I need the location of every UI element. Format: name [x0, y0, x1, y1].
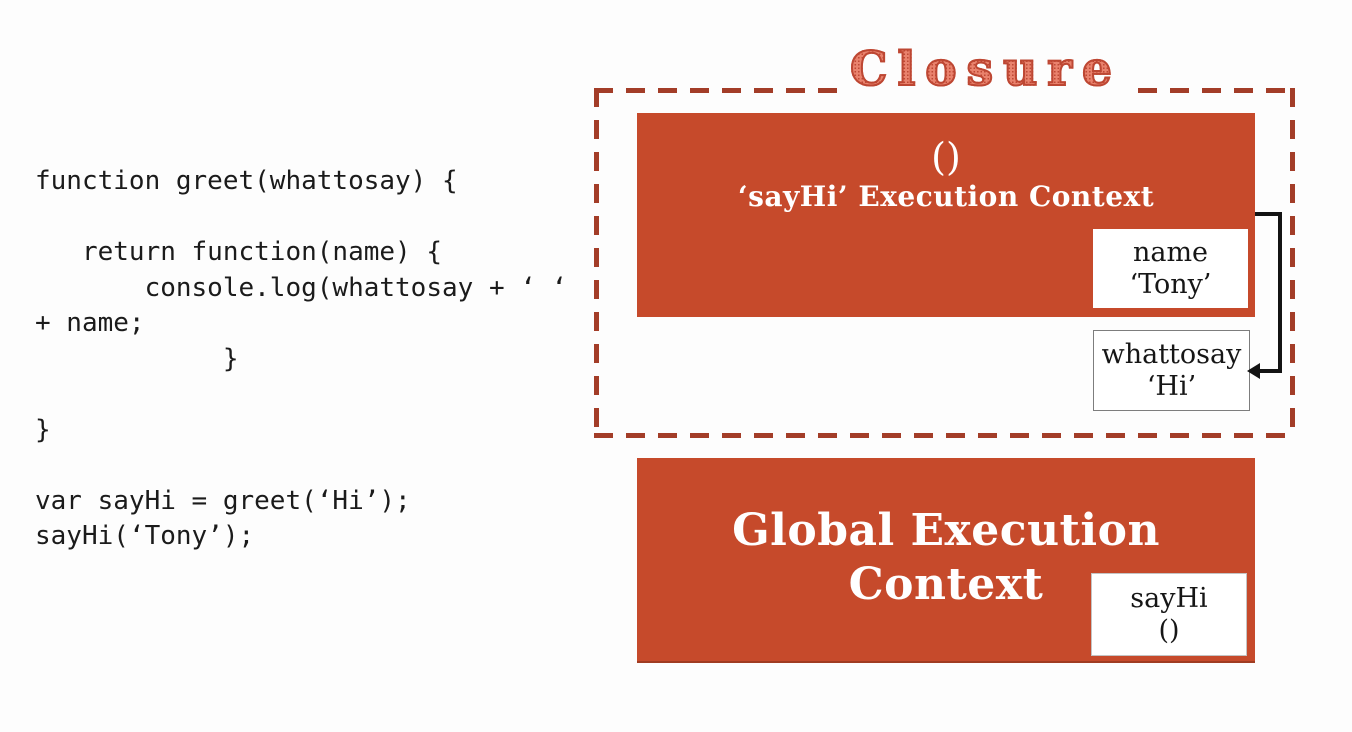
global-context-label: Global Execution Context	[732, 505, 1160, 610]
variable-box-sayhi: sayHi ()	[1091, 573, 1247, 656]
closure-title-wrap: Closure	[838, 42, 1134, 97]
variable-value-label: ()	[1158, 614, 1180, 646]
variable-box-whattosay: whattosay ‘Hi’	[1093, 330, 1250, 411]
code-listing: function greet(whattosay) { return funct…	[35, 166, 568, 551]
variable-name-label: name	[1132, 236, 1209, 268]
reference-arrow-segment	[1258, 369, 1282, 373]
reference-arrow-segment	[1278, 212, 1282, 373]
sayhi-context-label: ‘sayHi’ Execution Context	[737, 180, 1155, 213]
closure-border-bottom	[594, 433, 1295, 438]
reference-arrow-head-icon	[1247, 363, 1260, 379]
reference-arrow-segment	[1255, 212, 1282, 216]
invocation-parentheses: ()	[931, 135, 961, 179]
variable-value-label: ‘Tony’	[1129, 268, 1212, 300]
variable-value-label: ‘Hi’	[1146, 370, 1197, 402]
closure-border-left	[594, 88, 599, 438]
closure-title: Closure	[849, 42, 1122, 97]
variable-name-label: sayHi	[1130, 582, 1208, 614]
variable-box-name: name ‘Tony’	[1093, 229, 1248, 308]
sayhi-execution-context-box: () ‘sayHi’ Execution Context name ‘Tony’	[637, 113, 1255, 317]
closure-border-right	[1290, 88, 1295, 438]
variable-name-label: whattosay	[1101, 338, 1242, 370]
global-execution-context-box: Global Execution Context sayHi ()	[637, 458, 1255, 663]
